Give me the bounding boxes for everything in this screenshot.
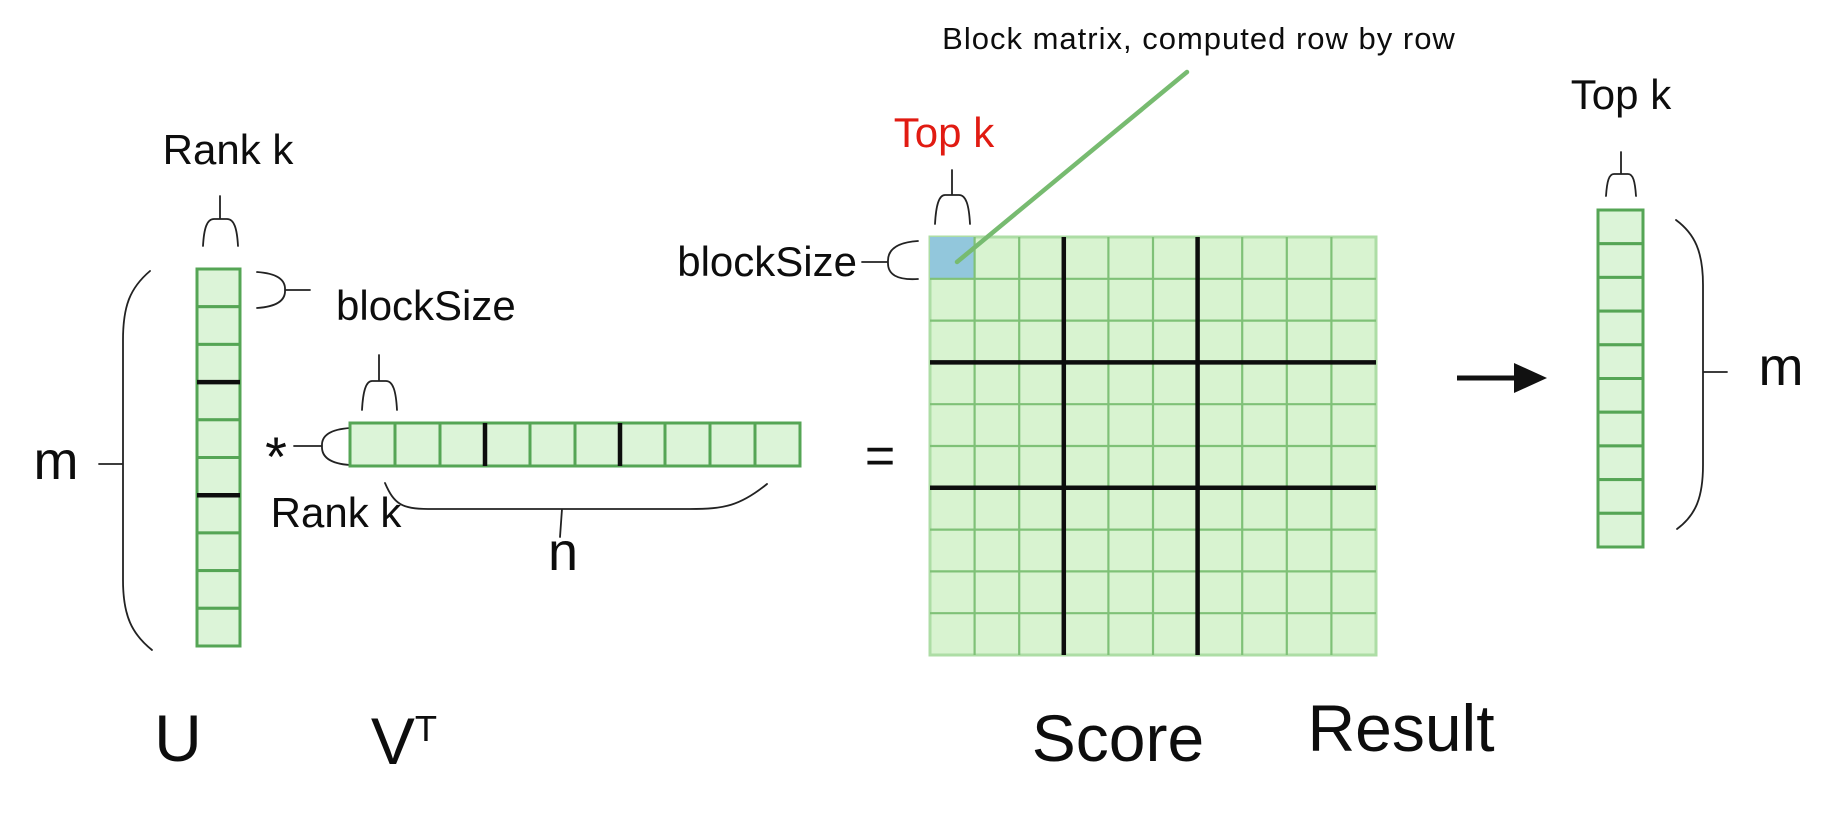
matrix-cell (483, 421, 532, 468)
matrix-cell (195, 456, 242, 497)
title-vt: VT (371, 708, 437, 774)
paren-left-m (98, 270, 153, 651)
title-result: Result (1307, 691, 1495, 765)
multiply-symbol: * (265, 425, 287, 488)
matrix-cell (195, 531, 242, 573)
matrix-cell (663, 421, 712, 468)
matrix-cell (1596, 242, 1645, 279)
label-n: n (547, 522, 579, 582)
label-m-left: m (33, 431, 79, 491)
label-rank-k-u: Rank k (162, 126, 294, 173)
matrix-cell (528, 421, 577, 468)
label-blocksize-score: blockSize (677, 238, 857, 285)
matrix-cell (1596, 309, 1645, 347)
label-top-k-score: Top k (893, 109, 995, 156)
matrix-cell (1596, 343, 1645, 380)
matrix-cell (195, 267, 242, 309)
paren-right-m (1675, 219, 1728, 530)
matrix-cell (753, 421, 802, 468)
title-score: Score (1031, 701, 1205, 775)
brace-rank-k-u (202, 195, 239, 247)
matrix-cell (195, 305, 242, 346)
matrix-cell (195, 380, 242, 422)
matrix-cell (195, 342, 242, 384)
annotation-line (954, 69, 1190, 265)
brace-blocksize-vt (361, 354, 398, 411)
matrix-vt (348, 421, 802, 468)
highlighted-block-cell (930, 237, 975, 279)
matrix-u (195, 267, 242, 648)
label-m-right: m (1758, 337, 1804, 397)
equals-symbol: = (864, 427, 896, 485)
matrix-cell (393, 421, 442, 468)
matrix-cell (348, 421, 397, 468)
title-v-base: V (370, 704, 415, 778)
brace-blocksize-u (256, 271, 311, 309)
matrix-cell (195, 493, 242, 535)
brace-blocksize-score (861, 240, 919, 281)
matrix-cell (618, 421, 667, 468)
annotation-text: Block matrix, computed row by row (942, 21, 1456, 56)
label-blocksize-u: blockSize (336, 282, 516, 329)
matrix-cell (1596, 208, 1645, 246)
matrix-cell (573, 421, 622, 468)
matrix-cell (708, 421, 757, 468)
label-rank-k-v: Rank k (270, 489, 402, 536)
matrix-cell (195, 569, 242, 610)
arrow-icon (1457, 363, 1547, 393)
matrix-cell (1596, 478, 1645, 515)
underbrace-n (384, 482, 768, 538)
brace-multiply-vt (293, 427, 351, 466)
matrix-score (928, 235, 1378, 657)
matrix-cell (1596, 511, 1645, 549)
title-u: U (154, 701, 202, 775)
matrix-cell (1596, 444, 1645, 482)
label-top-k-result: Top k (1570, 71, 1672, 118)
brace-top-k-score (934, 169, 971, 225)
matrix-cell (1596, 410, 1645, 448)
matrix-cell (438, 421, 487, 468)
brace-top-k-result (1605, 151, 1637, 197)
matrix-cell (1596, 275, 1645, 313)
matrix-cell (195, 606, 242, 648)
matrix-result (1596, 208, 1645, 549)
matrix-cell (1596, 377, 1645, 414)
matrix-cell (195, 418, 242, 459)
title-v-superscript: T (414, 708, 438, 749)
